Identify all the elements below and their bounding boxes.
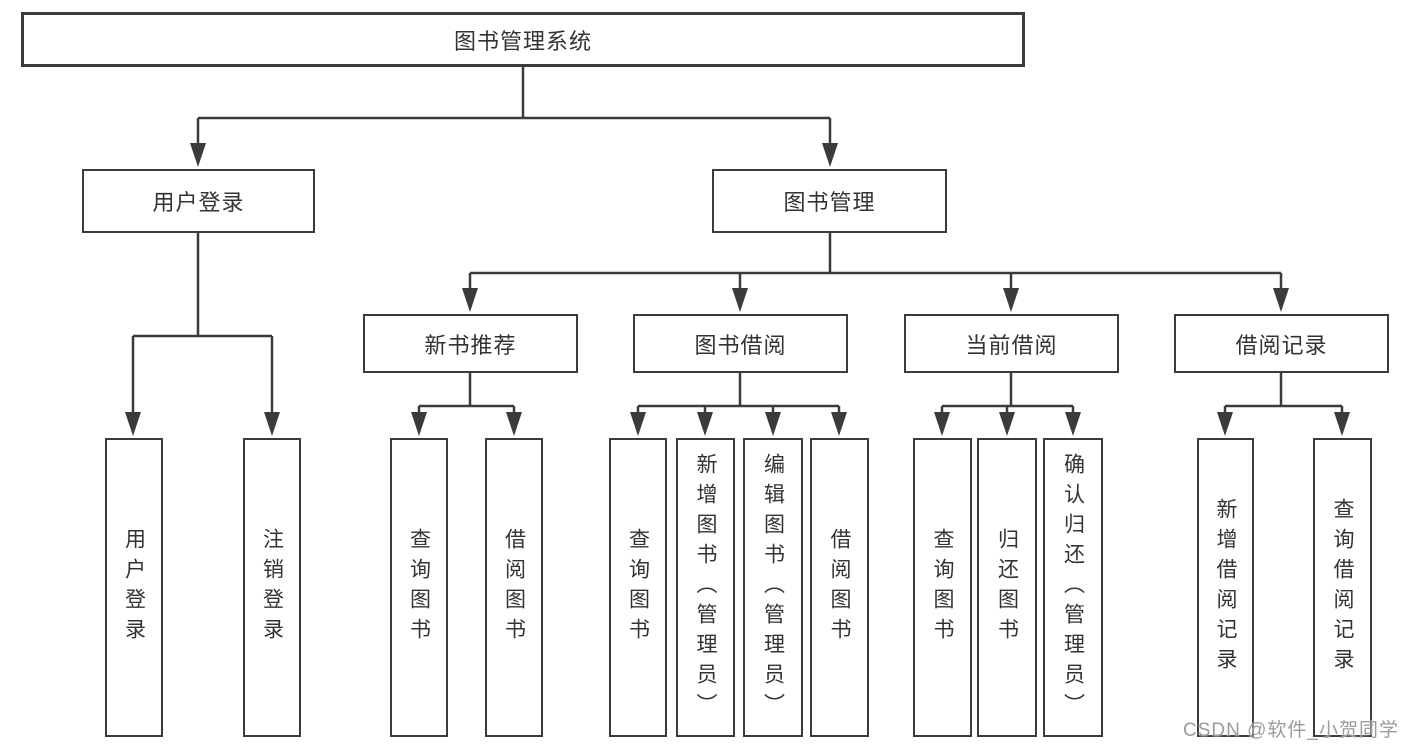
node-new-book-recommend: 新书推荐 [363,314,578,373]
leaf-query-borrow-record: 查询借阅记录 [1313,438,1372,737]
leaf-query-books-current: 查询图书 [913,438,972,737]
csdn-watermark: CSDN @软件_小贺同学 [1183,720,1399,741]
leaf-return-books: 归还图书 [977,438,1037,737]
leaf-user-login: 用户登录 [105,438,163,737]
node-library-management-system: 图书管理系统 [21,12,1025,67]
leaf-add-books-admin: 新增图书（管理员） [676,438,735,737]
node-book-management: 图书管理 [712,169,947,233]
leaf-borrow-books: 借阅图书 [810,438,869,737]
leaf-edit-books-admin: 编辑图书（管理员） [743,438,803,737]
leaf-confirm-return-admin: 确认归还（管理员） [1043,438,1103,737]
leaf-logout: 注销登录 [243,438,301,737]
leaf-borrow-books-recommend: 借阅图书 [485,438,543,737]
leaf-query-books-recommend: 查询图书 [390,438,448,737]
leaf-query-books-borrow: 查询图书 [609,438,667,737]
node-user-login: 用户登录 [82,169,315,233]
node-borrow-records: 借阅记录 [1174,314,1389,373]
node-current-borrow: 当前借阅 [904,314,1119,373]
leaf-add-borrow-record: 新增借阅记录 [1197,438,1254,737]
node-book-borrow: 图书借阅 [633,314,848,373]
